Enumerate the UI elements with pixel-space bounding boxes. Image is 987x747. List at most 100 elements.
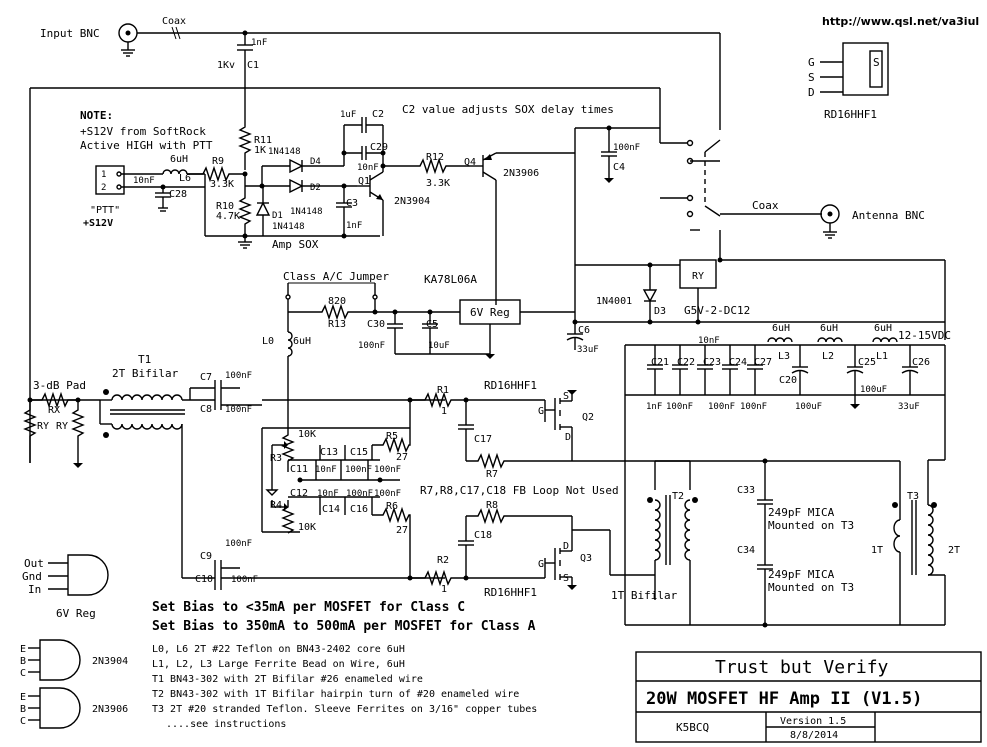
c30-value: 100nF <box>358 341 385 351</box>
c29-value: 10nF <box>357 163 379 173</box>
l2-label: L2 <box>822 351 834 362</box>
bjt1-pin-c: C <box>20 668 26 679</box>
d2-value: 1N4148 <box>290 207 323 217</box>
c6-label: C6 <box>578 325 590 336</box>
r4-value: 10K <box>298 522 316 533</box>
capacitor-c30 <box>387 323 403 354</box>
note-line-3: T1 BN43-302 with 2T Bifilar #26 enameled… <box>152 674 423 685</box>
resistor-r8 <box>466 507 572 525</box>
c34-label: C34 <box>737 545 755 556</box>
c33-value: 249pF MICA <box>768 506 835 519</box>
note-line1: +S12V from SoftRock <box>80 125 206 138</box>
c2-label: C2 <box>372 109 384 120</box>
q1-value: 2N3904 <box>394 196 430 207</box>
r9-value: 3.3K <box>210 179 234 190</box>
c10-label: C10 <box>195 574 213 585</box>
l2-value: 6uH <box>820 323 838 334</box>
capacitor-c1 <box>237 30 253 122</box>
note-line2: Active HIGH with PTT <box>80 139 213 152</box>
capacitor-c29 <box>344 146 383 160</box>
q1-label: Q1 <box>358 176 370 187</box>
capacitor-c34 <box>757 550 773 625</box>
c5-label: C5 <box>426 319 438 330</box>
q2-gate: G <box>538 406 544 417</box>
q3-label: Q3 <box>580 553 592 564</box>
t3-primary: 1T <box>871 545 883 556</box>
c20-value: 100uF <box>795 402 822 412</box>
note-line-2: L1, L2, L3 Large Ferrite Bead on Wire, 6… <box>152 659 405 670</box>
q3-gate: G <box>538 559 544 570</box>
c27-value: 100nF <box>740 402 767 412</box>
c1-kv: 1Kv <box>217 60 235 71</box>
r4-label: R4 <box>270 500 282 511</box>
ry-left-label: RY <box>37 421 49 432</box>
fet-tab-s: S <box>873 56 880 69</box>
q4-label: Q4 <box>464 157 476 168</box>
resistor-r13 <box>288 303 375 321</box>
l1-value: 6uH <box>874 323 892 334</box>
d4-label: D4 <box>310 157 321 167</box>
inductor-l1 <box>872 337 898 343</box>
resistor-r7 <box>466 452 572 470</box>
inductor-l3 <box>767 337 793 343</box>
t1-value: 2T Bifilar <box>112 367 179 380</box>
mosfet-q3 <box>544 516 577 590</box>
capacitor-c3 <box>336 186 352 236</box>
title-block <box>635 651 982 743</box>
title-version: Version 1.5 <box>780 716 846 727</box>
c23-label: C23 <box>703 357 721 368</box>
bias-class-a: Set Bias to 350mA to 500mA per MOSFET fo… <box>152 619 536 634</box>
r7-label: R7 <box>486 469 498 480</box>
c1-label: C1 <box>247 60 259 71</box>
input-bnc-label: Input BNC <box>40 27 100 40</box>
q2-part: RD16HHF1 <box>484 379 537 392</box>
c11-label: C11 <box>290 464 308 475</box>
c18-label: C18 <box>474 530 492 541</box>
d3-label: D3 <box>654 306 666 317</box>
note-line-4: T2 BN43-302 with 1T Bifilar hairpin turn… <box>152 689 519 700</box>
pad-label: 3-dB Pad <box>33 379 86 392</box>
c8-label: C8 <box>200 404 212 415</box>
r12-value: 3.3K <box>426 178 450 189</box>
inductor-l2 <box>817 337 843 343</box>
reg-ic-label: KA78L06A <box>424 273 477 286</box>
c23-value: 10nF <box>698 336 720 346</box>
c26-label: C26 <box>912 357 930 368</box>
c22-value: 100nF <box>666 402 693 412</box>
d1-label: D1 <box>272 211 283 221</box>
r1-label: R1 <box>437 385 449 396</box>
c2-note: C2 value adjusts SOX delay times <box>402 103 614 116</box>
c10-value: 100nF <box>231 575 258 585</box>
title-author: K5BCQ <box>676 721 709 734</box>
r5-label: R5 <box>386 431 398 442</box>
diode-d1 <box>255 186 271 236</box>
c9-value: 100nF <box>225 539 252 549</box>
reg-pin-in: In <box>28 583 41 596</box>
resistor-rx <box>30 391 78 409</box>
r6-label: R6 <box>386 501 398 512</box>
rx-label: RX <box>48 405 60 416</box>
source-url: http://www.qsl.net/va3iul <box>822 15 979 28</box>
reg-pinout <box>48 554 109 596</box>
loop-note: R7,R8,C17,C18 FB Loop Not Used <box>420 484 619 497</box>
c6-value: 33uF <box>577 345 599 355</box>
d1-value: 1N4148 <box>272 222 305 232</box>
capacitor-c17 <box>458 400 474 461</box>
svg-text:2: 2 <box>101 183 106 193</box>
capacitor-c2 <box>343 117 383 166</box>
bjt1-name: 2N3904 <box>92 656 128 667</box>
relay-part: G5V-2-DC12 <box>684 304 750 317</box>
fet-pin-g: G <box>808 56 815 69</box>
input-coax-wire <box>137 26 721 130</box>
antenna-bnc <box>820 204 840 239</box>
capacitor-c5 <box>422 323 438 354</box>
resistor-ry-right <box>71 400 85 463</box>
c24-label: C24 <box>729 357 747 368</box>
note-title: NOTE: <box>80 109 113 122</box>
bjt2-pinout <box>28 687 81 729</box>
resistor-r2 <box>410 569 545 587</box>
reg-pin-gnd: Gnd <box>22 570 42 583</box>
c7-value: 100nF <box>225 371 252 381</box>
c20-label: C20 <box>779 375 797 386</box>
